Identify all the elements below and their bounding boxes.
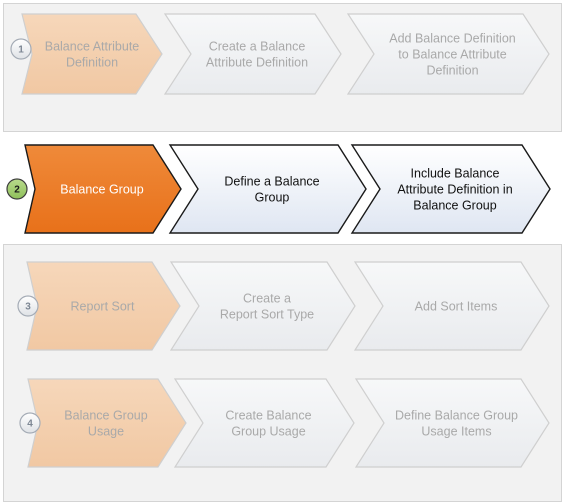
row-3-chevron-1-label: Report Sort xyxy=(71,300,135,314)
row-4-chevron-3-label: Usage Items xyxy=(421,425,491,439)
step-4-badge xyxy=(19,412,41,434)
row-2-chevron-3-label: Balance Group xyxy=(413,199,496,213)
row-1-chevron-1 xyxy=(21,13,163,95)
step-3-badge xyxy=(17,295,39,317)
row-4-chevron-3-label: Define Balance Group xyxy=(395,409,518,423)
step-2-badge xyxy=(6,178,28,200)
row-4-chevron-2-label: Group Usage xyxy=(231,425,305,439)
row-1-chevron-2-label: Create a Balance xyxy=(209,40,306,54)
row-2-chevron-2-label: Define a Balance xyxy=(224,175,319,189)
row-3-chevron-2-label: Create a xyxy=(243,292,291,306)
row-2-chevron-3-label: Include Balance xyxy=(411,167,500,181)
step-3-number: 3 xyxy=(25,302,31,313)
row-1-chevron-2 xyxy=(163,13,342,95)
row-3-chevron-3-label: Add Sort Items xyxy=(415,300,498,314)
row-4-chevron-3 xyxy=(354,378,550,468)
row-3-chevron-2 xyxy=(169,261,356,351)
row-1-chevron-1-label: Definition xyxy=(66,56,118,70)
row-3-chevron-2-label: Report Sort Type xyxy=(220,308,314,322)
row-4-chevron-2 xyxy=(173,378,355,468)
row-4-chevron-1 xyxy=(27,378,187,468)
row-2-chevron-3-label: Attribute Definition in xyxy=(397,183,512,197)
row-1-chevron-3 xyxy=(346,13,550,95)
row-1-chevron-1-label: Balance Attribute xyxy=(45,40,140,54)
row-1-chevron-2-label: Attribute Definition xyxy=(206,56,308,70)
row-2-chevron-2-label: Group xyxy=(255,191,290,205)
row-2-chevron-3 xyxy=(350,144,551,234)
row-4-chevron-1-label: Usage xyxy=(88,425,124,439)
row-3-chevron-3 xyxy=(353,261,550,351)
step-4-number: 4 xyxy=(27,419,33,430)
step-2-number: 2 xyxy=(14,185,20,196)
row-1-chevron-3-label: Definition xyxy=(426,64,478,78)
row-2-chevron-1 xyxy=(24,144,182,234)
step-1-badge xyxy=(10,38,32,60)
step-1-number: 1 xyxy=(18,45,24,56)
row-4-chevron-1-label: Balance Group xyxy=(64,409,147,423)
row-1-chevron-3-label: Add Balance Definition xyxy=(389,32,516,46)
row-4-chevron-2-label: Create Balance xyxy=(225,409,311,423)
row-1-chevron-3-label: to Balance Attribute xyxy=(398,48,506,62)
row-2-chevron-1-label: Balance Group xyxy=(60,183,143,197)
row-2-chevron-2 xyxy=(168,144,367,234)
